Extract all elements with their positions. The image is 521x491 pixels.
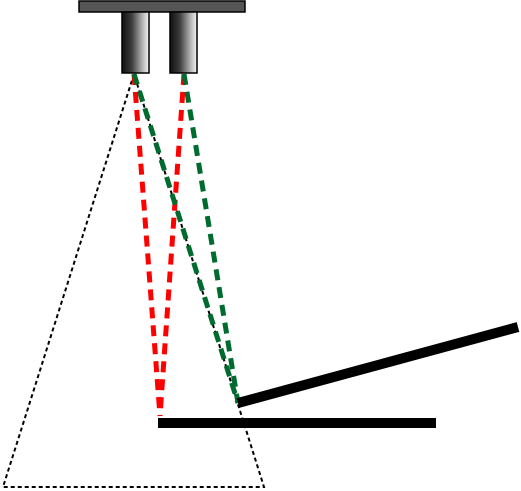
mounting-plate (78, 0, 246, 13)
right-sensor-body (169, 11, 198, 74)
left-sensor-body (121, 11, 150, 74)
red-ray-right (157, 73, 187, 417)
camera-sensor-icon (121, 11, 150, 74)
red-ray-left (131, 73, 163, 417)
green-ray-left (131, 73, 241, 404)
green-ray-right (181, 73, 241, 404)
inclined-surface (236, 322, 520, 408)
camera-sensor-icon (169, 11, 198, 74)
